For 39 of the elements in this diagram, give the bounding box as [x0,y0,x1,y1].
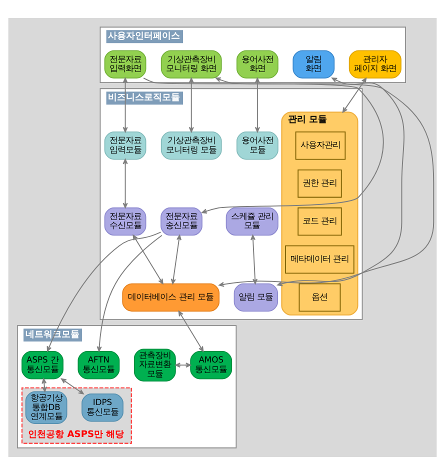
arrow [216,77,434,287]
node-box: 메타데이터 관리 [285,245,354,274]
node-box: 용어사전 모듈 [236,131,278,160]
arrow [178,310,204,352]
node-box: 알림 모듈 [234,283,278,312]
arrow [132,234,164,284]
arrow [122,158,128,208]
node-box: 관리자 페이지 화면 [348,50,402,78]
node-box: 스케쥴 관리 모듈 [226,207,278,236]
node-box: ASPS 간 통신모듈 [22,350,64,380]
arrow [254,78,260,132]
arrow [250,234,258,284]
node-box: 항공기상 통합DB 연계모듈 [25,391,68,424]
node-box: 전문자료 입력모듈 [104,131,146,160]
arrow [188,78,194,132]
arrow [122,78,128,132]
node-box: 전문자료 수신모듈 [104,207,146,236]
node-box: 용어사전 화면 [236,50,278,78]
arrow [96,234,162,352]
node-box: 옵션 [298,283,341,312]
node-box: 기상관측장비 모니터링 화면 [160,50,222,78]
node-box: 코드 관리 [298,207,342,236]
node-box: 기상관측장비 모니터링 모듈 [160,131,222,160]
node-box: 전문자료 송신모듈 [160,207,202,236]
node-box: AFTN 통신모듈 [78,350,120,380]
node-box: 알림 화면 [292,50,335,78]
arrow [342,78,367,113]
arrow [175,362,192,368]
node-box: 전문자료 입력화면 [104,50,146,78]
arrow [277,78,404,286]
node-box: 데이터베이스 관리 모듈 [122,283,220,312]
node-box: 권한 관리 [298,169,342,198]
arrow [61,378,84,394]
node-box: 사용자관리 [295,131,346,160]
arrow [143,78,384,214]
arrow [170,234,182,284]
node-box: AMOS 통신모듈 [190,350,232,380]
node-box: IDPS 통신모듈 [82,394,124,422]
node-box: 관측장비 자료변환 모듈 [134,348,176,382]
